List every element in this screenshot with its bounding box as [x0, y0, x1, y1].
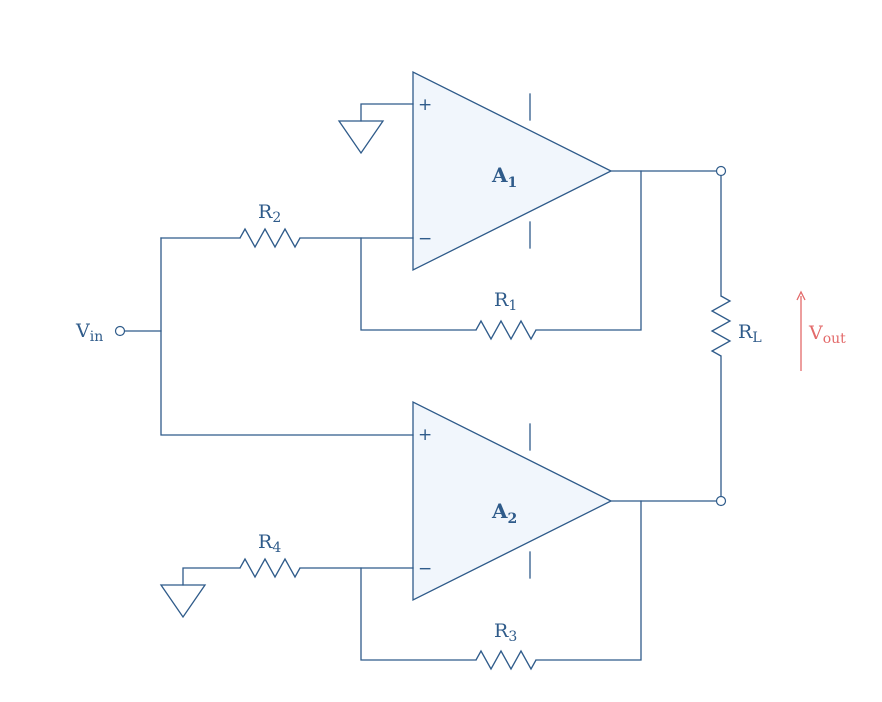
op-amp-a2-label: A2 — [491, 499, 517, 527]
r1-left-wire — [360, 237, 477, 331]
op-amp-a1-body — [412, 70, 613, 272]
a1-plus-ground-wire — [360, 103, 414, 122]
op-amp-a1-label: A1 — [491, 163, 517, 191]
vin-label: Vin — [75, 320, 103, 345]
vout-arrow — [796, 290, 806, 371]
resistor-rl — [710, 295, 732, 357]
op-amp-a1-minus-sign: − — [418, 229, 432, 249]
r1-label: R1 — [494, 289, 517, 314]
input-bus-wire — [160, 237, 414, 436]
op-amp-a1: + − A1 — [412, 70, 613, 272]
arrow-up-icon — [796, 290, 806, 301]
output-terminal-bottom — [715, 495, 727, 507]
ground-symbol-bottom — [159, 584, 207, 619]
r3-right-wire — [535, 500, 642, 661]
resistor-r3 — [475, 649, 537, 671]
op-amp-a2-plus-sign: + — [418, 425, 432, 445]
op-amp-a2: + − A2 — [412, 400, 613, 602]
r2-label: R2 — [258, 201, 281, 226]
ground-symbol-top — [337, 120, 385, 155]
r4-label: R4 — [258, 531, 281, 556]
vin-terminal — [114, 325, 126, 337]
resistor-r2 — [239, 227, 301, 249]
r4-ground-wire — [182, 567, 241, 586]
r3-label: R3 — [494, 620, 517, 645]
vout-label: Vout — [808, 322, 846, 347]
r1-right-wire — [535, 170, 642, 331]
op-amp-a2-minus-sign: − — [418, 559, 432, 579]
r3-left-wire — [360, 567, 477, 661]
rl-label: RL — [738, 321, 762, 346]
output-terminal-top — [715, 165, 727, 177]
resistor-r4 — [239, 557, 301, 579]
resistor-r1 — [475, 319, 537, 341]
op-amp-a1-plus-sign: + — [418, 95, 432, 115]
op-amp-a2-body — [412, 400, 613, 602]
